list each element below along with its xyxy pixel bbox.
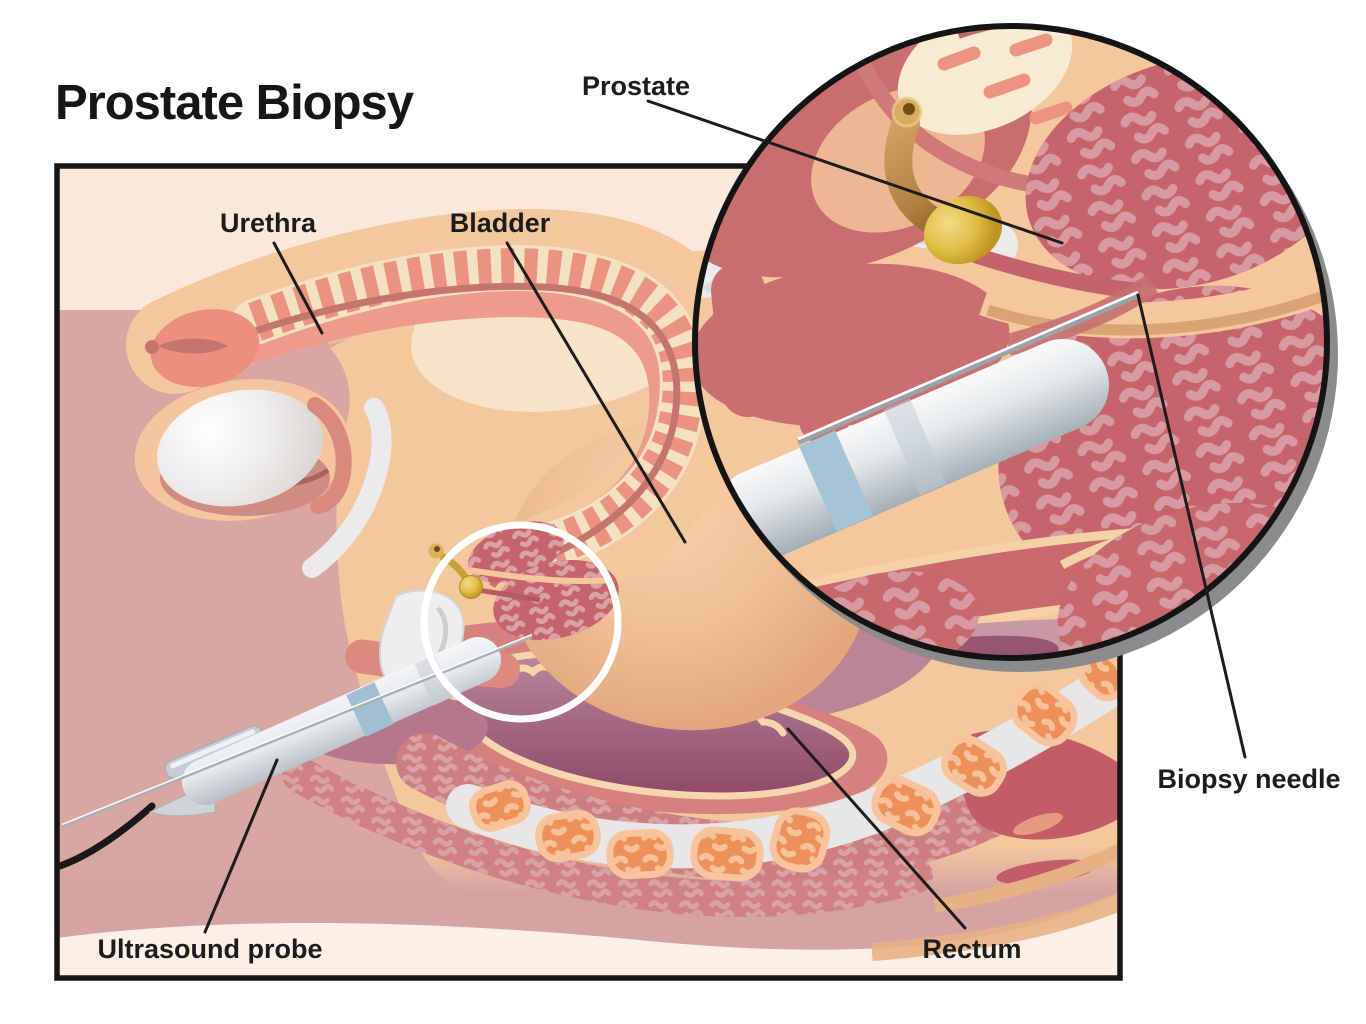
- leader-rectum: [786, 727, 967, 930]
- seminal-vesicle-duct: [428, 543, 483, 599]
- spermatic-cord: [302, 398, 392, 578]
- prostate-shape: [428, 521, 619, 640]
- inset-probe: [714, 339, 1109, 561]
- inset-needle: [796, 290, 1140, 445]
- magnifier-source-circle: [420, 521, 622, 723]
- probe-cable: [57, 802, 156, 870]
- figure-title: Prostate Biopsy: [55, 76, 414, 130]
- corpus-cavernosum-ribs: [247, 248, 703, 565]
- leader-urethra: [272, 241, 324, 335]
- probe-band-blue: [346, 682, 394, 737]
- label-ultrasound-probe: Ultrasound probe: [97, 934, 322, 964]
- bottom-skin-strip: [57, 892, 1120, 976]
- muscle-streak-small: [1013, 812, 1063, 836]
- label-prostate: Prostate: [582, 71, 690, 101]
- label-rectum: Rectum: [922, 934, 1021, 964]
- label-urethra: Urethra: [220, 208, 317, 238]
- penis: [126, 209, 752, 609]
- ultrasound-probe-graphic: [57, 633, 533, 870]
- leader-prostate: [646, 99, 1064, 245]
- inset-vas-deferens: [884, 96, 952, 238]
- leader-biopsy-needle: [1136, 293, 1247, 759]
- leader-lines: [203, 99, 1247, 934]
- label-bladder: Bladder: [450, 208, 551, 238]
- labels: Urethra Bladder Prostate Biopsy needle U…: [97, 71, 1340, 964]
- label-biopsy-needle: Biopsy needle: [1157, 764, 1340, 794]
- sacrum-coccyx: [446, 650, 1120, 882]
- leader-ultrasound-probe: [203, 758, 279, 934]
- leader-bladder: [505, 241, 687, 544]
- tan-band-1: [933, 843, 1120, 913]
- testicle: [134, 379, 352, 521]
- inset-probe-band-blue: [799, 430, 873, 532]
- tan-band-2: [871, 893, 1120, 961]
- epididymis: [307, 397, 352, 514]
- glans: [145, 309, 260, 387]
- needle-guide-line: [61, 634, 533, 828]
- inset-border: [692, 23, 1330, 661]
- inset-seminal-vesicle: [923, 195, 1003, 265]
